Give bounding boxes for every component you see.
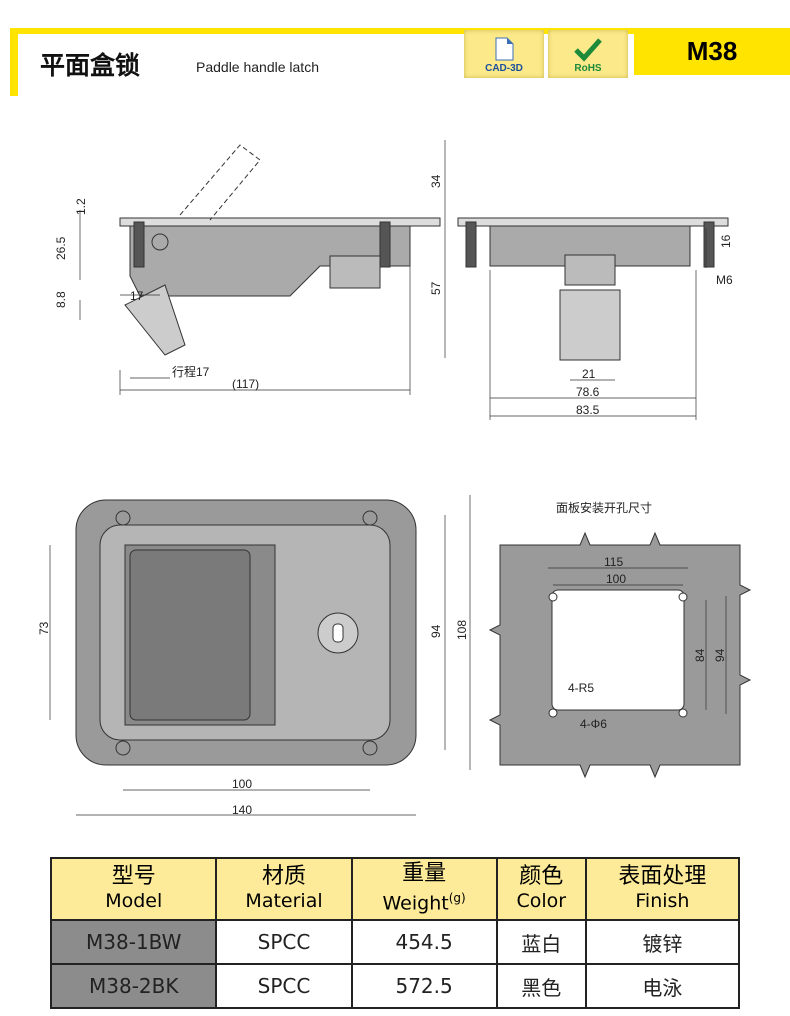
title-cn: 平面盒锁 [40, 51, 141, 80]
header-en: Finish [635, 890, 690, 912]
header-cn: 重量 [402, 861, 447, 887]
dim-57: 57 [429, 281, 443, 295]
dim-4-hole-6: 4-Φ6 [580, 717, 607, 731]
dim-1-2: 1.2 [74, 198, 88, 215]
cell-material: SPCC [215, 919, 353, 965]
dim-8-8: 8.8 [54, 291, 68, 308]
cell-color: 黑色 [495, 963, 587, 1009]
checkmark-icon [574, 38, 602, 62]
dim-108: 108 [455, 620, 469, 640]
cell-model: M38-2BK [49, 963, 218, 1009]
front-view-drawing [49, 495, 471, 816]
header-cn: 型号 [111, 864, 156, 889]
title-en: Paddle handle latch [196, 59, 319, 75]
dim-100: 100 [232, 777, 252, 791]
cell-finish: 电泳 [584, 963, 741, 1009]
header-cn: 表面处理 [618, 864, 707, 889]
badge-label: CAD-3D [485, 63, 523, 74]
dim-84: 84 [693, 648, 707, 662]
header-accent [10, 28, 18, 96]
technical-drawings: 34 1.2 26.5 57 8.8 17 行程17 (117) 16 M6 2… [37, 140, 752, 817]
header-cn: 材质 [262, 864, 307, 889]
header-en: Material [245, 890, 323, 912]
header-cn: 颜色 [519, 864, 564, 889]
table-row: M38-2BK SPCC 572.5 黑色 电泳 [49, 963, 741, 1009]
dim-4-r5: 4-R5 [568, 681, 594, 695]
dim-140: 140 [232, 803, 252, 817]
dim-16: 16 [719, 234, 733, 248]
table-row: M38-1BW SPCC 454.5 蓝白 镀锌 [49, 919, 741, 965]
cell-weight: 572.5 [350, 963, 498, 1009]
rohs-badge[interactable]: RoHS [548, 30, 628, 78]
cell-color: 蓝白 [495, 919, 587, 965]
dim-34: 34 [429, 174, 443, 188]
cutout-title: 面板安装开孔尺寸 [556, 500, 652, 515]
weight-unit: (g) [448, 891, 466, 906]
dim-17: 17 [130, 289, 144, 303]
end-view-drawing [457, 217, 729, 420]
side-view-drawing [79, 140, 446, 395]
thread-m6: M6 [716, 273, 733, 287]
header-weight: 重量 Weight(g) [350, 857, 498, 921]
header-en: Weight [382, 892, 449, 915]
cell-material: SPCC [215, 963, 353, 1009]
cad-3d-badge[interactable]: CAD-3D [464, 30, 544, 78]
header-bar [10, 28, 790, 34]
cell-model: M38-1BW [49, 919, 218, 965]
badge-label: RoHS [574, 63, 602, 74]
dim-100: 100 [606, 572, 626, 586]
document-icon [495, 37, 514, 61]
dim-115: 115 [604, 555, 623, 569]
cell-finish: 镀锌 [584, 919, 741, 965]
dim-94: 94 [429, 624, 443, 638]
dim-21: 21 [582, 367, 596, 381]
dim-stroke-17: 行程17 [172, 364, 210, 379]
header-en: Model [105, 890, 163, 912]
dim-94: 94 [713, 648, 727, 662]
cutout-drawing [488, 531, 752, 779]
model-number: M38 [634, 28, 790, 75]
dim-83-5: 83.5 [576, 403, 600, 417]
dim-26-5: 26.5 [54, 236, 68, 260]
cell-weight: 454.5 [350, 919, 498, 965]
dim-78-6: 78.6 [576, 385, 600, 399]
header-en: Color [516, 890, 567, 912]
dim-73: 73 [37, 621, 51, 635]
dim-117: (117) [232, 377, 259, 391]
